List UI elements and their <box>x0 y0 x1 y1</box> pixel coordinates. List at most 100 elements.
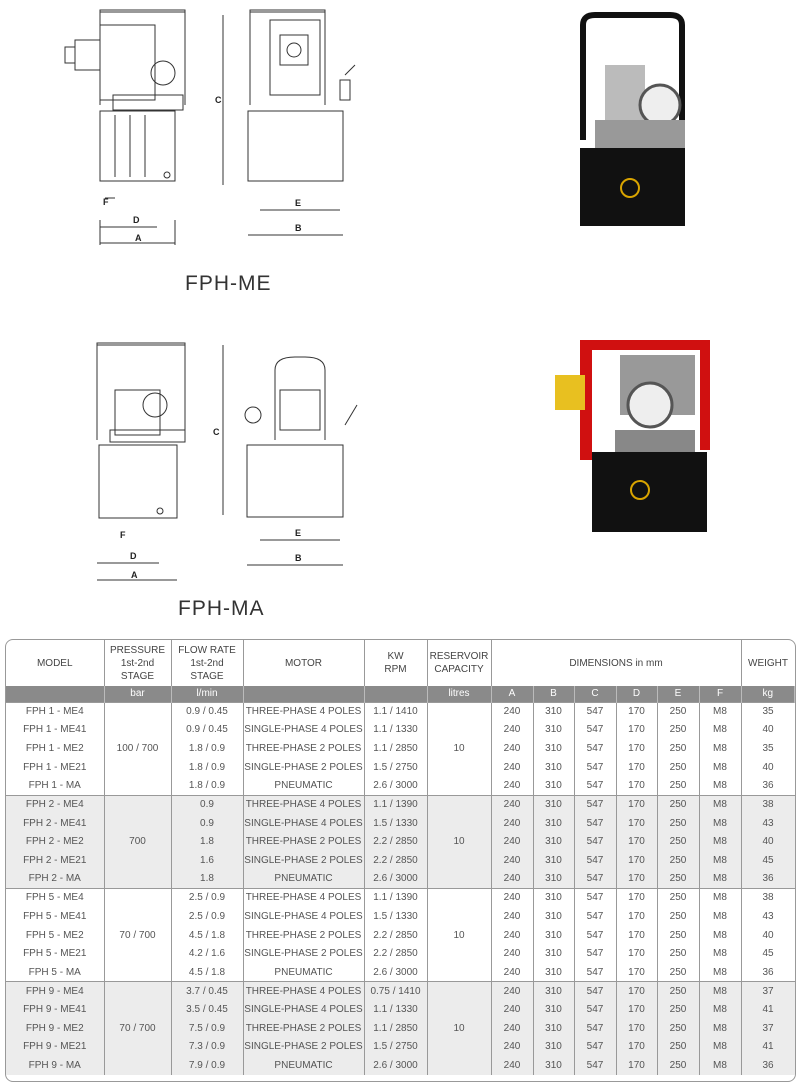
flow-rate-cell: 0.9 <box>171 813 244 833</box>
motor-cell: SINGLE-PHASE 2 POLES <box>243 757 365 777</box>
header-motor: MOTOR <box>243 640 365 686</box>
motor-cell: THREE-PHASE 2 POLES <box>243 832 365 852</box>
weight-cell: 45 <box>741 851 795 870</box>
unit-cell <box>6 686 105 702</box>
dim-e-cell: 250 <box>657 739 700 758</box>
model-cell: FPH 5 - ME41 <box>6 907 105 926</box>
flow-rate-cell: 0.9 / 0.45 <box>171 701 244 721</box>
dim-a-cell: 240 <box>491 832 534 852</box>
unit-cell: A <box>491 686 534 702</box>
dim-d-cell: 170 <box>616 832 658 852</box>
dim-c-cell: 547 <box>574 739 617 758</box>
kw-rpm-cell: 2.6 / 3000 <box>364 1056 428 1075</box>
dim-c-cell: 547 <box>574 720 617 740</box>
dim-f-cell: M8 <box>699 757 742 777</box>
dim-a-cell: 240 <box>491 813 534 833</box>
flow-rate-cell: 3.7 / 0.45 <box>171 981 244 1001</box>
dim-f-cell: M8 <box>699 776 742 796</box>
dim-b-cell: 310 <box>533 869 575 889</box>
dim-c-cell: 547 <box>574 813 617 833</box>
unit-cell: E <box>657 686 700 702</box>
dim-f-cell: M8 <box>699 1018 742 1038</box>
motor-cell: PNEUMATIC <box>243 1056 365 1075</box>
dim-c-cell: 547 <box>574 794 617 814</box>
dim-d-cell: 170 <box>616 1000 658 1019</box>
dim-b-cell: 310 <box>533 1018 575 1038</box>
model-cell: FPH 9 - ME21 <box>6 1037 105 1057</box>
kw-rpm-cell: 1.1 / 2850 <box>364 1018 428 1038</box>
model-cell: FPH 1 - MA <box>6 776 105 796</box>
dim-f-cell: M8 <box>699 1000 742 1019</box>
dim-d-cell: 170 <box>616 1037 658 1057</box>
kw-rpm-cell: 2.2 / 2850 <box>364 944 428 963</box>
weight-cell: 45 <box>762 948 774 960</box>
weight-cell: 41 <box>741 1037 795 1057</box>
dim-f-cell: M8 <box>699 739 742 758</box>
header-dimensions: DIMENSIONS in mm <box>491 640 742 686</box>
unit-cell: B <box>533 686 575 702</box>
dim-label-e: E <box>295 198 301 208</box>
flow-rate-cell: 1.8 <box>171 869 244 889</box>
kw-rpm-cell: 2.6 / 3000 <box>364 962 428 982</box>
weight-cell: 35 <box>762 743 774 755</box>
dim-c-cell: 547 <box>574 907 617 926</box>
kw-rpm-cell: 2.2 / 2850 <box>364 851 428 870</box>
dim-a-cell: 240 <box>491 720 534 740</box>
weight-cell: 36 <box>762 780 774 792</box>
dim-e-cell: 250 <box>657 1018 700 1038</box>
dim-e-cell: 250 <box>657 776 700 796</box>
dim-d-cell: 170 <box>616 701 658 721</box>
weight-cell: 35 <box>741 701 795 721</box>
unit-cell: kg <box>741 686 795 702</box>
dim-label-c: C <box>213 427 220 437</box>
weight-cell: 37 <box>741 1018 795 1038</box>
dim-d-cell: 170 <box>616 794 658 814</box>
dim-a-cell: 240 <box>491 851 534 870</box>
dim-label-d: D <box>133 215 140 225</box>
dim-d-cell: 170 <box>616 739 658 758</box>
dim-a-cell: 240 <box>491 887 534 908</box>
motor-cell: SINGLE-PHASE 2 POLES <box>243 1037 365 1057</box>
dim-b-cell: 310 <box>533 794 575 814</box>
weight-cell: 40 <box>741 832 795 852</box>
flow-rate-cell: 2.5 / 0.9 <box>171 887 244 908</box>
weight-cell: 36 <box>741 869 795 889</box>
dim-b-cell: 310 <box>533 720 575 740</box>
dim-c-cell: 547 <box>574 832 617 852</box>
kw-rpm-cell: 1.1 / 1410 <box>364 701 428 721</box>
flow-rate-cell: 4.2 / 1.6 <box>171 944 244 963</box>
dim-label-e: E <box>295 528 301 538</box>
dim-e-cell: 250 <box>657 1037 700 1057</box>
weight-cell: 37 <box>741 981 795 1001</box>
flow-rate-cell: 0.9 <box>171 794 244 814</box>
dim-c-cell: 547 <box>574 925 617 945</box>
reservoir-cell: 10 <box>427 794 492 889</box>
dim-a-cell: 240 <box>491 869 534 889</box>
dim-d-cell: 170 <box>616 869 658 889</box>
unit-cell: C <box>574 686 617 702</box>
dim-b-cell: 310 <box>533 739 575 758</box>
dim-c-cell: 547 <box>574 962 617 982</box>
model-cell: FPH 5 - ME2 <box>6 925 105 945</box>
dim-b-cell: 310 <box>533 944 575 963</box>
motor-cell: THREE-PHASE 4 POLES <box>243 981 365 1001</box>
dim-e-cell: 250 <box>657 907 700 926</box>
dim-f-cell: M8 <box>699 832 742 852</box>
dim-b-cell: 310 <box>533 851 575 870</box>
reservoir-cell: 10 <box>427 701 492 796</box>
kw-rpm-cell: 1.5 / 2750 <box>364 1037 428 1057</box>
dim-label-f: F <box>120 530 126 540</box>
dim-label-b: B <box>295 223 302 233</box>
dim-a-cell: 240 <box>491 1018 534 1038</box>
